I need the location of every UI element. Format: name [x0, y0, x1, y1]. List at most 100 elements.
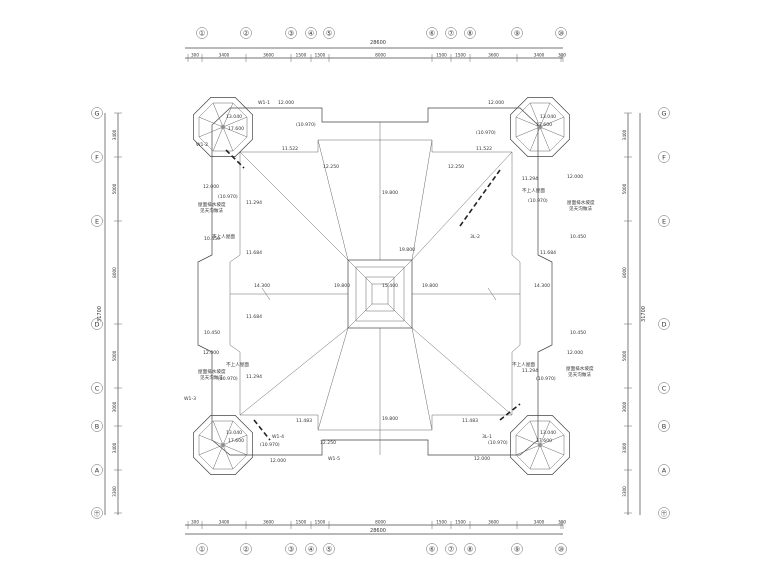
- note-gutter-detail: 见天沟做法: [200, 374, 223, 381]
- dimension-label: 1500: [296, 520, 307, 525]
- dimension-label: 3400: [112, 442, 117, 453]
- axis-bubble: A: [658, 464, 670, 476]
- elev-label: 17.600: [228, 126, 244, 132]
- elev-label: 12.250: [448, 164, 464, 170]
- section-mark: W1-4: [272, 434, 284, 440]
- note-gutter: 屋面排水坡度: [567, 199, 595, 206]
- axis-bubble: A: [91, 464, 103, 476]
- dimension-label: 3400: [622, 129, 627, 140]
- dimension-label: 3600: [263, 53, 274, 58]
- gutter-dashes: [225, 149, 521, 441]
- axis-bubble: ⑦: [445, 27, 457, 39]
- axis-bubble: ④: [305, 27, 317, 39]
- note-roof-access: 不上人屋面: [522, 187, 545, 194]
- axis-bubble: G: [91, 107, 103, 119]
- elev-label: 11.294: [522, 368, 538, 374]
- axis-bubble: ⑤: [323, 27, 335, 39]
- dimension-label: 8000: [622, 267, 627, 278]
- elev-label: 19.800: [334, 283, 350, 289]
- axis-bubble: F: [91, 151, 103, 163]
- axis-bubble: ㊉: [91, 507, 103, 519]
- elev-label: 14.300: [254, 283, 270, 289]
- axis-bubble: ③: [285, 543, 297, 555]
- axis-label: G: [661, 109, 666, 117]
- axis-bubble: ⑤: [323, 543, 335, 555]
- dimension-label: 300: [191, 520, 199, 525]
- dimension-label: 8000: [375, 53, 386, 58]
- axis-bubble: ⑨: [511, 543, 523, 555]
- elev-label: 10.450: [204, 236, 220, 242]
- axis-bubble: ②: [240, 543, 252, 555]
- hip-lines: [230, 122, 520, 455]
- elev-label: 11.684: [540, 250, 556, 256]
- elev-label: 12.000: [567, 174, 583, 180]
- central-lantern: [347, 259, 413, 329]
- axis-label: B: [95, 422, 99, 430]
- axis-label: ⑧: [467, 29, 473, 37]
- axis-label: ③: [288, 29, 294, 37]
- dimension-label: 3400: [219, 53, 230, 58]
- elev-label: 12.250: [323, 164, 339, 170]
- axis-label: A: [95, 466, 100, 474]
- axis-label: C: [95, 384, 100, 392]
- note-gutter-detail: 见天沟做法: [569, 205, 592, 212]
- elev-label: 15.400: [382, 283, 398, 289]
- dimension-label: 3400: [219, 520, 230, 525]
- dimension-label: 1500: [436, 53, 447, 58]
- axis-bubble: G: [658, 107, 670, 119]
- elev-label: 17.600: [536, 122, 552, 128]
- elev-label: 19.800: [399, 247, 415, 253]
- note-gutter: 屋面排水坡度: [198, 201, 226, 208]
- elev-label: 11.294: [246, 374, 262, 380]
- dimension-label: 300: [558, 53, 566, 58]
- elev-label: (10.970): [488, 440, 508, 446]
- elev-label: (10.970): [218, 376, 238, 382]
- dimension-label: 300: [558, 520, 566, 525]
- axis-bubble: D: [91, 318, 103, 330]
- axis-bubble: C: [91, 382, 103, 394]
- elev-label: 13.040: [540, 430, 556, 436]
- section-mark: W1-2: [196, 142, 208, 148]
- note-roof-access: 不上人屋面: [212, 233, 235, 240]
- dimension-label: 3400: [112, 129, 117, 140]
- dimension-label: 3300: [112, 486, 117, 497]
- dimension-label: 3400: [534, 53, 545, 58]
- elev-label: 17.600: [228, 438, 244, 444]
- elev-label: 19.800: [422, 283, 438, 289]
- elev-label: (10.970): [528, 198, 548, 204]
- elev-label: 12.000: [488, 100, 504, 106]
- axis-label: C: [662, 384, 667, 392]
- axis-label: ④: [308, 29, 314, 37]
- elev-label: (10.970): [296, 122, 316, 128]
- octagon-tower: [510, 97, 570, 157]
- total-width-bottom: 28600: [370, 528, 386, 534]
- dimension-label: 5000: [112, 183, 117, 194]
- total-height-left: 31700: [97, 306, 103, 322]
- elev-label: 12.000: [278, 100, 294, 106]
- elev-label: 10.450: [204, 330, 220, 336]
- axis-bubble: ⑧: [464, 27, 476, 39]
- axis-bubble: ①: [196, 27, 208, 39]
- section-marks: W1-1 W1-2 W1-3 W1-4 W1-5 3L-1 3L-2: [184, 100, 492, 462]
- axis-label: ④: [308, 545, 314, 553]
- axis-label: ①: [199, 545, 205, 553]
- dimension-label: 1500: [436, 520, 447, 525]
- axis-bubble: ③: [285, 27, 297, 39]
- axis-label: ⑦: [448, 29, 454, 37]
- dimension-label: 1500: [455, 53, 466, 58]
- elev-label: 17.600: [536, 438, 552, 444]
- axis-label: F: [95, 153, 99, 161]
- dimension-label: 3600: [263, 520, 274, 525]
- elev-label: 11.294: [246, 200, 262, 206]
- elev-label: 12.000: [567, 350, 583, 356]
- octagon-tower: [193, 415, 253, 475]
- axis-label: D: [94, 320, 99, 328]
- dimension-label: 3000: [622, 401, 627, 412]
- elev-label: 12.000: [270, 458, 286, 464]
- axis-label: ⑧: [467, 545, 473, 553]
- dimension-label: 3600: [488, 520, 499, 525]
- axis-bubble: ⑧: [464, 543, 476, 555]
